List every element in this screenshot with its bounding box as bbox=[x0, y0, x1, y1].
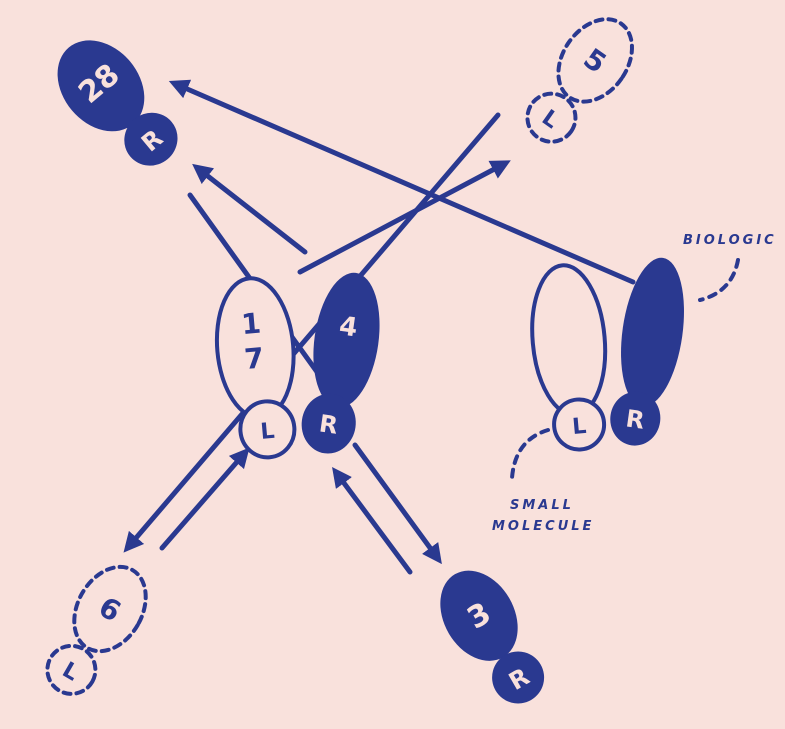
footprint-small-molecule: L bbox=[526, 262, 614, 453]
arrow-step-4-to-step-28 bbox=[200, 170, 305, 252]
foot-letter: L bbox=[571, 414, 587, 440]
footprint-biologic: R bbox=[607, 254, 693, 451]
label-small-molecule-line2: MOLECULE bbox=[492, 519, 594, 534]
arrow-center-to-step-3 bbox=[355, 445, 436, 556]
arrow-biologic-to-step-28 bbox=[178, 85, 633, 282]
foot-letter: R bbox=[624, 404, 646, 434]
label-biologic: BIOLOGIC bbox=[683, 233, 777, 248]
footprint-sole bbox=[526, 262, 611, 418]
footprint-step-5: 5 L bbox=[514, 5, 647, 157]
foot-letter: L bbox=[537, 105, 563, 134]
arrow-step-3-to-center bbox=[338, 475, 410, 572]
label-small-molecule-line1: SMALL bbox=[510, 498, 574, 513]
foot-letter: L bbox=[58, 658, 83, 687]
step-number-top: 1 bbox=[240, 307, 262, 342]
arrow-step-5-to-step-6 bbox=[130, 115, 498, 545]
footprint-step-28: 28 R bbox=[40, 23, 194, 186]
step-number: 5 bbox=[577, 42, 612, 80]
arrow-step-6-to-center bbox=[162, 455, 243, 548]
foot-letter: L bbox=[260, 419, 276, 445]
footprint-step-6: 6 L bbox=[34, 554, 160, 708]
leader-biologic bbox=[700, 260, 738, 300]
footprint-step-3: 3 R bbox=[425, 557, 559, 719]
step-number-bottom: 7 bbox=[243, 341, 265, 376]
leader-small-molecule bbox=[512, 430, 548, 478]
foot-letter: R bbox=[317, 409, 339, 439]
step-number: 6 bbox=[93, 590, 126, 628]
